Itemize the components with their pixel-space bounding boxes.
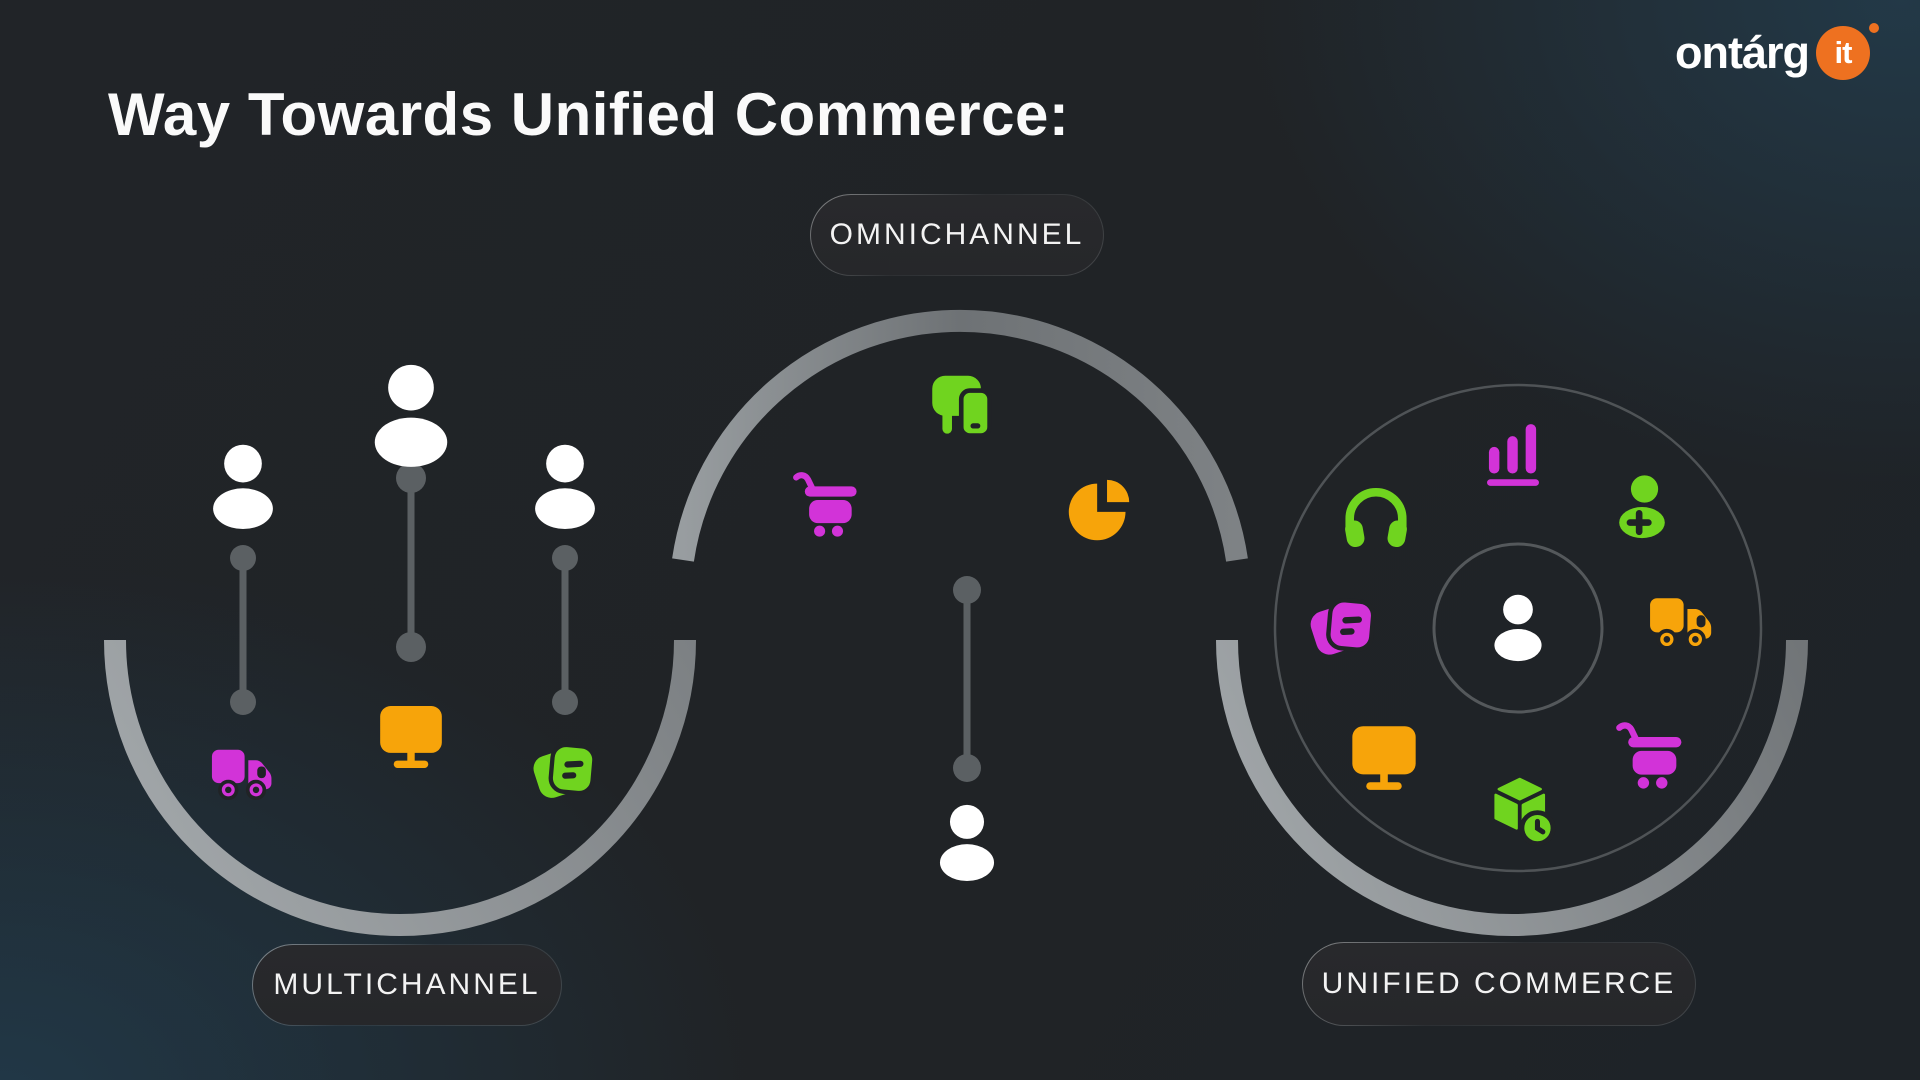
multichannel-connectors (230, 463, 578, 715)
delivery-truck-icon (1648, 596, 1714, 650)
omnichannel-arc (672, 309, 1248, 562)
monitor-icon (1352, 726, 1416, 790)
logo-wordmark: ontárg (1675, 27, 1810, 78)
customer-icon (213, 444, 273, 530)
logo-trademark-dot (1869, 23, 1879, 33)
shopping-cart-icon (1619, 725, 1681, 788)
shopping-cart-icon (796, 475, 856, 536)
customer-icon (1494, 594, 1542, 662)
add-customer-icon (1619, 475, 1665, 538)
multichannel-arc (104, 639, 696, 936)
customer-icon (939, 804, 995, 881)
page-title: Way Towards Unified Commerce: (108, 81, 1070, 148)
chat-device-icon (932, 376, 989, 436)
omnichannel-label: OMNICHANNEL (810, 194, 1104, 276)
unified-commerce-arc (1216, 639, 1808, 936)
ontargit-logo: ontárg it (1675, 23, 1879, 80)
bar-chart-icon (1487, 424, 1539, 486)
logo-it-text: it (1834, 35, 1853, 70)
unified-inner-circle (1432, 542, 1604, 714)
headphones-icon (1344, 492, 1409, 548)
unified-outer-circle (1273, 383, 1763, 873)
logo-it-badge: it (1816, 23, 1879, 80)
pie-chart-icon (1068, 479, 1130, 541)
customer-icon (374, 364, 448, 467)
omnichannel-connector (953, 576, 981, 782)
delivery-truck-icon (210, 747, 274, 801)
customer-icon (535, 444, 595, 530)
unified-commerce-label: UNIFIED COMMERCE (1302, 942, 1696, 1026)
monitor-icon (380, 706, 442, 768)
chat-messages-icon (530, 744, 595, 801)
chat-messages-icon (1307, 599, 1374, 658)
multichannel-label: MULTICHANNEL (252, 944, 562, 1026)
package-time-icon (1496, 779, 1553, 844)
